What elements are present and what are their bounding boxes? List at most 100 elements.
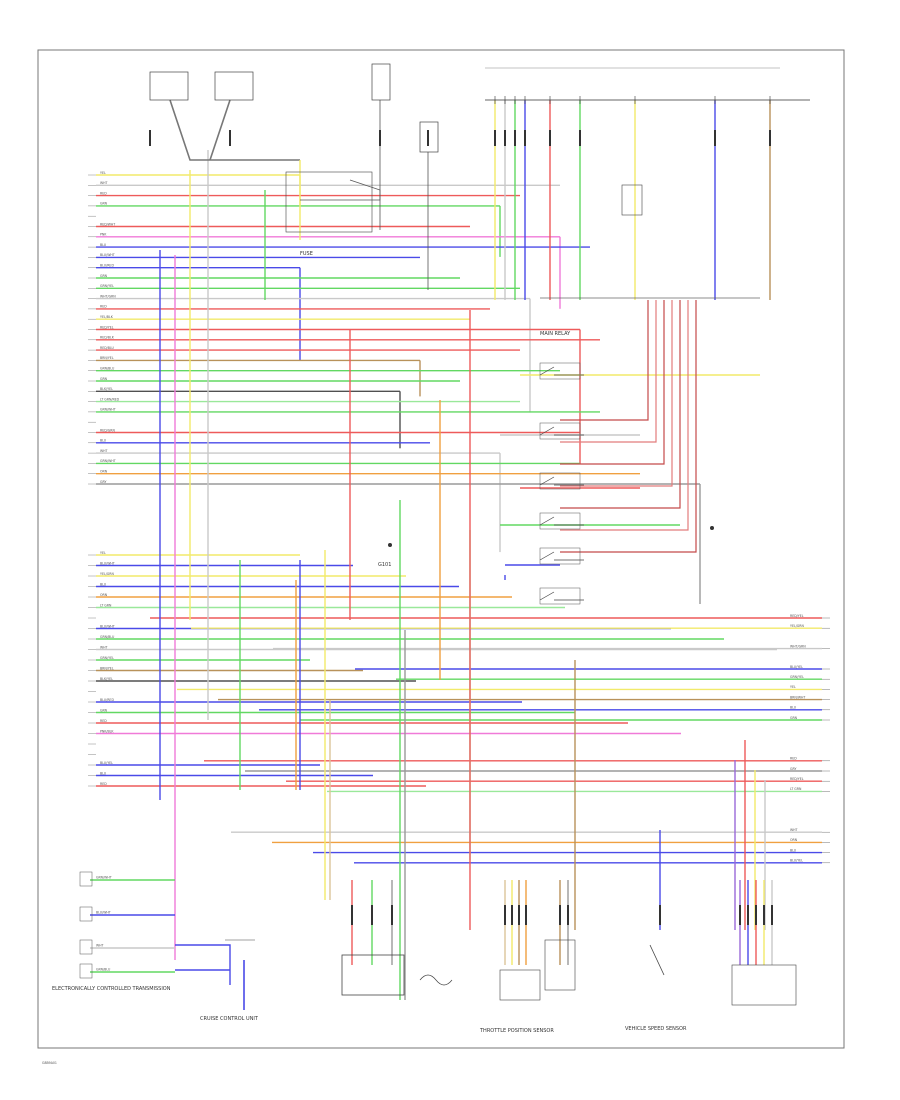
relay-switch-box xyxy=(539,547,581,565)
wire-color-label: PNK/BLK xyxy=(100,729,114,733)
wire-color-label: RED/YEL xyxy=(790,614,804,618)
wire-color-label: GRY xyxy=(790,767,796,771)
diagram-frame xyxy=(37,49,845,1049)
wire-color-label: BLU xyxy=(790,706,797,710)
wire-color-label: GRN xyxy=(100,708,108,712)
relay-switch xyxy=(539,366,584,376)
wire-color-label: LT GRN xyxy=(100,603,112,607)
wire-color-label: ORN xyxy=(100,470,108,474)
wire-color-label: GRN/YEL xyxy=(790,675,804,679)
wire-color-label: BLU xyxy=(100,771,107,775)
fuse-label: FUSE xyxy=(300,251,313,257)
wire-color-label: BLU/YEL xyxy=(790,859,803,863)
wire-layer xyxy=(90,99,822,1010)
wire-color-label: RED/BLU xyxy=(100,346,115,350)
wire-color-label: WHT xyxy=(790,828,798,832)
relay-switch xyxy=(539,516,584,526)
sensor-wire xyxy=(169,99,300,161)
vss-connector-box xyxy=(544,939,576,991)
wire-color-label: GRN/BLU xyxy=(96,968,111,972)
wire-color-label: BLU xyxy=(790,848,797,852)
relay-box-mid xyxy=(419,121,439,153)
wire-color-label: PNK xyxy=(100,233,107,237)
wire-color-label: BLU/WHT xyxy=(96,911,111,915)
relay-switch xyxy=(539,591,584,601)
wire-color-label: LT GRN/RED xyxy=(100,397,120,401)
wire-color-label: GRN xyxy=(100,377,108,381)
wire-color-label: BLU/YEL xyxy=(100,761,113,765)
relay-harness-wire xyxy=(560,300,657,443)
wire-color-label: RED xyxy=(790,757,797,761)
wire-color-label: RED/BLK xyxy=(100,336,115,340)
wire-color-label: RED xyxy=(100,719,107,723)
wire-color-label: WHT/GRN xyxy=(100,294,116,298)
wire-color-label: GRN xyxy=(100,202,108,206)
relay-harness-wire xyxy=(560,300,665,465)
wire-color-label: RED/WHT xyxy=(100,222,115,226)
wire-color-label: BRN/YEL xyxy=(100,666,114,670)
relay-switch xyxy=(539,476,584,486)
connector-box xyxy=(79,871,93,887)
speed-sensor-switch xyxy=(649,944,665,976)
wire-color-label: BLU/WHT xyxy=(100,253,115,257)
wire-color-label: GRN/BLU xyxy=(100,367,115,371)
relay-harness-wire xyxy=(560,300,673,487)
footer-code: G8B9A01 xyxy=(42,1061,57,1065)
wire-color-label: BLK/YEL xyxy=(100,387,113,391)
wire-color-label: GRN xyxy=(100,274,108,278)
ground-label: G101 xyxy=(378,562,391,568)
wire-color-label: ORN xyxy=(790,838,798,842)
relay-switch-box xyxy=(539,422,581,440)
wire-color-label: GRN/YEL xyxy=(100,284,114,288)
sensor-box-left xyxy=(149,71,189,101)
wire-color-label: YEL/GRN xyxy=(100,572,114,576)
wire-color-label: YEL xyxy=(100,551,106,555)
wire-color-label: BLU xyxy=(100,243,107,247)
wire-color-label: RED/GRN xyxy=(100,428,115,432)
wire-color-label: YEL/GRN xyxy=(790,624,804,628)
wire-color-label: GRN/BLU xyxy=(100,635,115,639)
main-relay-label: MAIN RELAY xyxy=(540,331,571,337)
wire-color-label: RED/YEL xyxy=(790,777,804,781)
relay-switch xyxy=(539,551,584,561)
wire-color-label: WHT xyxy=(96,944,104,948)
wire-color-label: GRN/WHT xyxy=(96,876,112,880)
connector-box xyxy=(79,963,93,979)
wire-color-label: BLU/RED xyxy=(100,264,114,268)
wire-color-label: BLU/WHT xyxy=(100,561,115,565)
ground-point-2 xyxy=(710,526,714,530)
wire-color-label: BRN/WHT xyxy=(790,695,805,699)
wire-color-label: BLU/WHT xyxy=(100,624,115,628)
wire-color-label: RED xyxy=(100,305,107,309)
wire-color-label: RED xyxy=(100,782,107,786)
wire-color-label: WHT xyxy=(100,449,108,453)
relay-box-top xyxy=(371,63,391,101)
sensor-wire xyxy=(209,99,231,161)
cruise-label: CRUISE CONTROL UNIT xyxy=(200,1016,259,1022)
wire-color-label: BLU/YEL xyxy=(790,665,803,669)
relay-switch-box xyxy=(539,587,581,605)
relay-switch xyxy=(539,426,584,436)
component-layer xyxy=(79,67,810,979)
relay-coil-box xyxy=(621,184,643,216)
wire-color-label: BRN/YEL xyxy=(100,356,114,360)
wire-color-label: ORN xyxy=(100,593,108,597)
wire-color-label: WHT/GRN xyxy=(790,644,806,648)
relay-harness-wire xyxy=(560,300,697,553)
wire-color-label: YEL xyxy=(100,171,106,175)
fuse-block xyxy=(285,171,373,233)
harness-wire xyxy=(175,944,231,985)
relay-switch-box xyxy=(539,472,581,490)
wire-color-label: BLU xyxy=(100,439,107,443)
relay-switch-box xyxy=(539,362,581,380)
connector-box xyxy=(79,906,93,922)
wire-color-label: YEL/BLK xyxy=(100,315,114,319)
label-layer: YEL WHT RED GRN RED/WHT PNK BLU BLU/WHT BLU/RED G… xyxy=(88,171,830,972)
connector-box xyxy=(79,939,93,955)
wire-color-label: WHT xyxy=(100,645,108,649)
wire-color-label: GRN/YEL xyxy=(100,656,114,660)
sensor-loop xyxy=(419,974,453,986)
wire-color-label: BLK/YEL xyxy=(100,677,113,681)
